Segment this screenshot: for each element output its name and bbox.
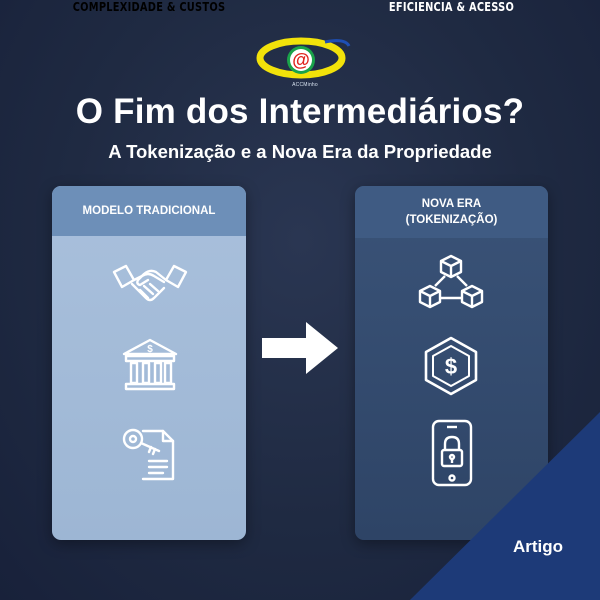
- page-subtitle: A Tokenização e a Nova Era da Propriedad…: [108, 141, 492, 162]
- handshake-icon: [112, 264, 188, 302]
- mobile-lock-icon: [431, 419, 473, 487]
- traditional-model-title: MODELO TRADICIONAL: [82, 205, 216, 217]
- tokenization-title: NOVA ERA (TOKENIZAÇÃO): [405, 198, 498, 226]
- traditional-model-footer: COMPLEXIDADE & CUSTOS: [72, 0, 226, 14]
- key-document-icon: [122, 428, 175, 481]
- dollar-token-icon: $: [424, 336, 478, 396]
- traditional-model-header: MODELO TRADICIONAL: [52, 186, 246, 236]
- tokenization-footer: EFICIENCIA & ACESSO: [388, 0, 515, 14]
- traditional-model-card: MODELO TRADICIONAL: [52, 186, 246, 540]
- blockchain-icon: [418, 254, 484, 309]
- arrow-right-icon: [262, 322, 338, 374]
- corner-label: Artigo: [513, 537, 564, 556]
- svg-text:@: @: [292, 50, 310, 70]
- bank-icon: $: [122, 338, 178, 391]
- acc-logo-icon: @: [256, 37, 351, 79]
- page-title: O Fim dos Intermediários?: [75, 92, 525, 131]
- svg-text:$: $: [147, 344, 153, 355]
- tokenization-header: NOVA ERA (TOKENIZAÇÃO): [355, 186, 548, 238]
- svg-text:$: $: [445, 354, 457, 379]
- logo-text: ACCMinho: [292, 82, 318, 88]
